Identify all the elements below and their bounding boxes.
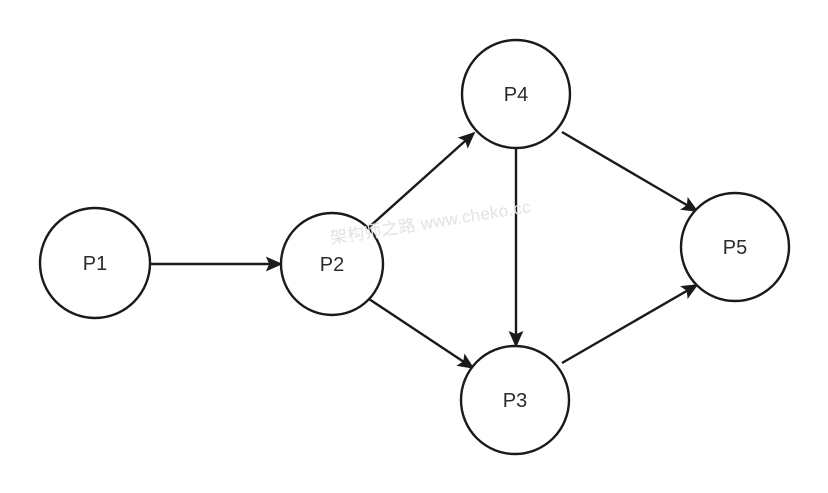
node-p5[interactable]: P5	[679, 191, 791, 303]
node-p3[interactable]: P3	[459, 344, 571, 456]
node-circle-p5[interactable]	[679, 191, 791, 303]
node-p2[interactable]: P2	[279, 211, 385, 317]
node-label-p5: P5	[723, 237, 747, 259]
edge-p4-p5	[561, 130, 699, 213]
node-label-p1: P1	[83, 253, 107, 275]
node-label-p4: P4	[504, 84, 528, 106]
edge-p2-p4	[367, 131, 476, 229]
node-circle-p1[interactable]	[38, 206, 152, 320]
node-p1[interactable]: P1	[38, 206, 152, 320]
edge-group	[150, 130, 699, 369]
node-p4[interactable]: P4	[460, 38, 572, 150]
edge-p2-p3	[368, 298, 475, 369]
node-circle-p2[interactable]	[279, 211, 385, 317]
node-label-p2: P2	[320, 254, 344, 276]
node-circle-p4[interactable]	[460, 38, 572, 150]
edge-p3-p5	[561, 283, 699, 365]
node-label-p3: P3	[503, 390, 527, 412]
node-circle-p3[interactable]	[459, 344, 571, 456]
